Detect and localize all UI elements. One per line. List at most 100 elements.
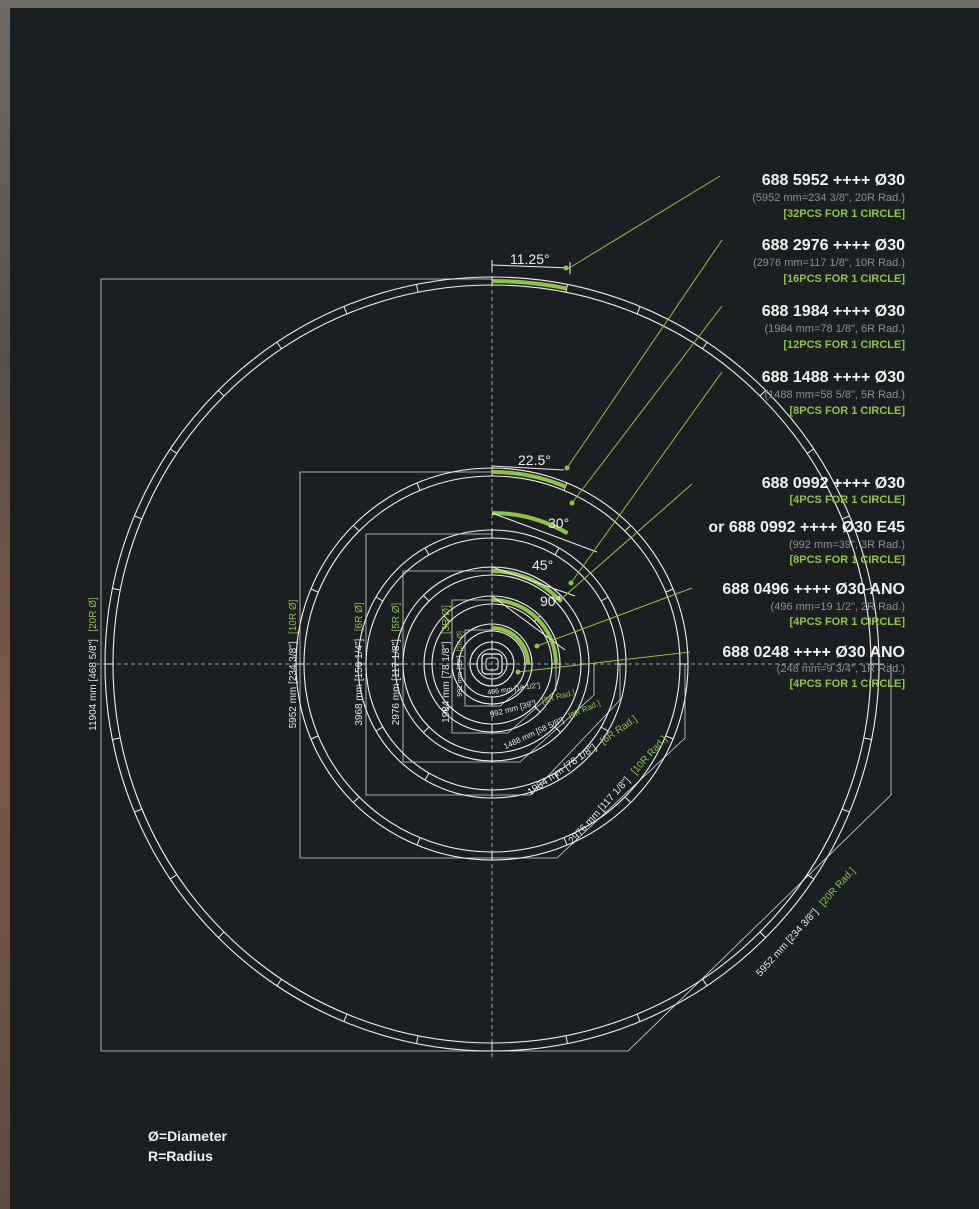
ring-tick xyxy=(353,525,360,532)
ring-tick xyxy=(375,726,384,732)
ring-tick xyxy=(554,547,560,556)
highlighted-segment xyxy=(491,598,558,665)
ring-tick xyxy=(416,837,421,846)
radius-tag: [20R Rad.] xyxy=(818,866,858,909)
frame-6r xyxy=(365,533,621,796)
part-title: or 688 0992 ++++ Ø30 E45 xyxy=(708,519,905,536)
diameter-tag: [20R Ø] xyxy=(88,597,99,632)
ring-tick xyxy=(665,735,674,740)
ring-tick xyxy=(416,284,419,293)
ring-tick xyxy=(534,706,541,713)
dot-0496 xyxy=(534,643,540,649)
ring-tick xyxy=(624,796,631,803)
diameter-6r: 3968 mm [156 1/4"] [6R Ø] xyxy=(349,602,366,726)
diameter-text: 1984 mm [78 1/8"] xyxy=(441,641,452,723)
ring-tick xyxy=(169,448,178,454)
part-label-0992: 688 0992 ++++ Ø30 [4PCS FOR 1 CIRCLE] xyxy=(762,475,906,506)
leader-lines xyxy=(517,175,723,673)
part-pcs: [8PCS FOR 1 CIRCLE] xyxy=(789,405,905,417)
ring-tick xyxy=(112,737,121,740)
ring-tick xyxy=(416,1035,419,1044)
ring-tick xyxy=(353,796,360,803)
ring-tick xyxy=(702,978,708,987)
ring-tick xyxy=(565,1035,568,1044)
highlighted-segment xyxy=(491,470,567,489)
part-label-0248: 688 0248 ++++ Ø30 ANO (248 mm=9 3/4", 1R… xyxy=(722,644,905,690)
part-pcs: [8PCS FOR 1 CIRCLE] xyxy=(789,554,905,566)
diameter-10r: 5952 mm [234 3/8"] [10R Ø] xyxy=(283,599,300,728)
dimension-frames xyxy=(100,278,892,1052)
ring-tick xyxy=(423,595,430,602)
part-labels: 688 5952 ++++ Ø30 (5952 mm=234 3/8", 20R… xyxy=(708,172,905,690)
diameter-3r: 1984 mm [78 1/8"] [3R Ø] xyxy=(436,605,453,723)
ring-tick xyxy=(600,726,609,732)
ring-tick xyxy=(806,448,815,454)
part-title: 688 2976 ++++ Ø30 xyxy=(762,237,905,254)
ring-tick xyxy=(841,808,850,813)
leader-1488 xyxy=(570,371,723,584)
part-pcs: [16PCS FOR 1 CIRCLE] xyxy=(783,273,905,285)
diameter-labels: 11904 mm [468 5/8"] [20R Ø] 5952 mm [234… xyxy=(83,597,464,731)
ring-tick xyxy=(112,588,121,591)
highlighted-segment xyxy=(491,511,569,535)
ring-tick xyxy=(343,306,348,315)
legend: Ø=Diameter R=Radius xyxy=(148,1126,227,1166)
part-pcs: [4PCS FOR 1 CIRCLE] xyxy=(789,678,905,690)
ring-tick xyxy=(217,931,225,939)
dot-1488 xyxy=(568,580,574,586)
diameter-20r: 11904 mm [468 5/8"] [20R Ø] xyxy=(83,597,100,731)
ring-ticks xyxy=(105,277,879,1051)
ring-tick xyxy=(276,978,282,987)
ring-tick xyxy=(665,588,674,593)
ring-tick xyxy=(806,874,815,880)
part-pcs: [4PCS FOR 1 CIRCLE] xyxy=(789,494,905,506)
frame-3r xyxy=(451,599,557,734)
ring-tick xyxy=(443,615,450,622)
diameter-tag: [10R Ø] xyxy=(288,599,299,634)
part-sub: (496 mm=19 1/2", 2R Rad.) xyxy=(771,601,905,613)
part-sub: (5952 mm=234 3/8", 20R Rad.) xyxy=(752,192,905,204)
ring-tick xyxy=(134,515,143,520)
angle-label-30: 30° xyxy=(548,515,569,531)
leader-2976 xyxy=(566,239,723,469)
diameter-2r: 992 mm [39"] [2R Ø] xyxy=(457,631,464,697)
part-pcs: [4PCS FOR 1 CIRCLE] xyxy=(789,616,905,628)
part-title: 688 0992 ++++ Ø30 xyxy=(762,475,905,492)
leader-5952 xyxy=(565,175,721,271)
highlighted-segment xyxy=(491,279,568,291)
diameter-tag: [6R Ø] xyxy=(354,602,365,631)
radius-labels: 5952 mm [234 3/8"] [20R Rad.] 2976 mm [1… xyxy=(487,682,858,978)
angle-90-line xyxy=(491,595,566,651)
diameter-text: 11904 mm [468 5/8"] xyxy=(88,639,99,731)
ring-tick xyxy=(636,1013,641,1022)
part-label-1488: 688 1488 ++++ Ø30 (1488 mm=58 5/8", 5R R… xyxy=(762,369,906,417)
angle-label-22: 22.5° xyxy=(518,452,551,468)
ring-tick xyxy=(863,737,872,740)
ring-tick xyxy=(636,306,641,315)
leader-1984 xyxy=(571,305,723,504)
frame-5r xyxy=(402,570,595,763)
part-sub: (992 mm=39", 3R Rad.) xyxy=(789,539,905,551)
angle-markers xyxy=(491,260,598,651)
ring-tick xyxy=(759,931,767,939)
ring-tick xyxy=(375,596,384,602)
part-title: 688 0248 ++++ Ø30 ANO xyxy=(722,644,905,661)
part-sub: (1488 mm=58 5/8", 5R Rad.) xyxy=(764,389,905,401)
diameter-tag: [5R Ø] xyxy=(391,603,402,632)
ring-tick xyxy=(624,525,631,532)
leader-0992 xyxy=(559,483,693,601)
ring-tick xyxy=(423,726,430,733)
part-sub: (1984 mm=78 1/8", 6R Rad.) xyxy=(764,323,905,335)
ring-tick xyxy=(343,1013,348,1022)
ring-tick xyxy=(841,515,850,520)
diameter-5r: 2976 mm [117 1/8"] [5R Ø] xyxy=(386,603,403,726)
ring-tick xyxy=(217,389,225,397)
leader-0248 xyxy=(517,651,691,673)
diameter-tag: [2R Ø] xyxy=(457,631,464,651)
ring-tick xyxy=(169,874,178,880)
frame-20r xyxy=(100,278,892,1052)
ring-tick xyxy=(554,772,560,781)
part-pcs: [32PCS FOR 1 CIRCLE] xyxy=(783,208,905,220)
legend-radius: R=Radius xyxy=(148,1148,213,1164)
